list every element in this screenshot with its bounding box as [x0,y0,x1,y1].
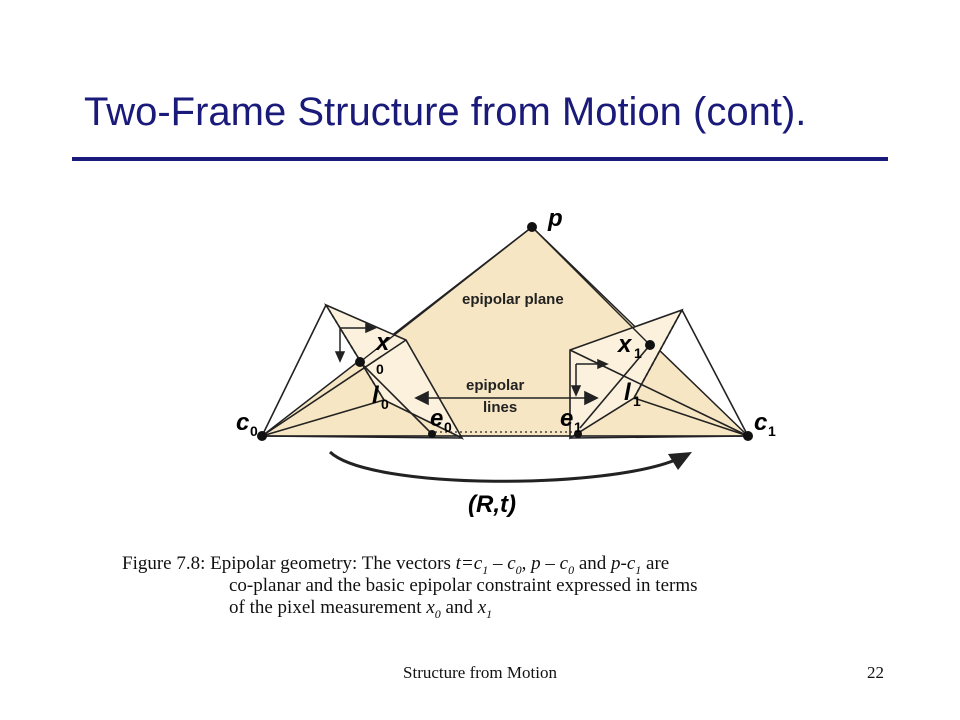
label-c0-sub: 0 [250,423,258,439]
label-motion: (R,t) [468,491,516,518]
label-x0-sub: 0 [376,361,384,377]
point-p [527,222,537,232]
point-e0 [428,430,436,438]
label-epipolar-lines-2: lines [483,399,517,416]
caption-line-2: co-planar and the basic epipolar constra… [229,575,698,596]
left-image-axes [334,322,377,363]
caption-text: Figure 7.8: Epipolar geometry: The vecto… [122,553,456,574]
caption-text: are [641,553,670,574]
point-e1 [574,430,582,438]
label-e0-sub: 0 [444,419,452,435]
point-x0 [355,357,365,367]
point-c1 [743,431,753,441]
caption-text: , [521,553,532,574]
caption-math: p – c [531,553,569,574]
label-l0-sub: 0 [381,396,389,412]
caption-math: p-c [611,553,636,574]
label-x1: x [616,331,633,358]
caption-subscript: 1 [482,562,489,577]
caption-subscript: 0 [515,562,522,577]
label-c1-sub: 1 [768,423,776,439]
ray-p-x1 [531,226,651,346]
label-e1-sub: 1 [574,419,582,435]
caption-math: x [426,597,435,618]
caption-subscript: 0 [434,606,441,621]
page-number: 22 [867,663,884,682]
epipolar-geometry-diagram: p epipolar plane epipolar lines x 0 x 1 … [236,205,776,518]
caption-text: and [440,597,478,618]
label-x1-sub: 1 [634,345,642,361]
motion-arrowhead [668,452,692,470]
label-c0: c [236,409,249,436]
label-e1: e [560,405,573,432]
figure-caption: Figure 7.8: Epipolar geometry: The vecto… [122,553,842,621]
caption-line-3: of the pixel measurement x0 and x1 [122,597,842,621]
label-l0: l [372,382,380,409]
label-e0: e [430,405,443,432]
epipolar-lines-arrow [414,390,599,406]
caption-text: and [574,553,612,574]
label-c1: c [754,409,767,436]
caption-math: t=c [455,553,483,574]
ray-p-x0 [359,226,533,363]
caption-text: of the pixel measurement [229,597,427,618]
label-x0: x [374,329,391,356]
motion-arrow [328,450,681,483]
title-underline [72,157,888,161]
label-l1-sub: 1 [633,393,641,409]
label-epipolar-lines-1: epipolar [466,377,525,394]
label-p: p [547,205,563,232]
epipolar-line-l0 [359,361,431,433]
label-epipolar-plane: epipolar plane [462,291,564,308]
caption-subscript: 1 [486,606,493,621]
caption-math: – c [488,553,516,574]
caption-subscript: 1 [635,562,642,577]
caption-line-1: Figure 7.8: Epipolar geometry: The vecto… [122,553,842,577]
slide-title: Two-Frame Structure from Motion (cont). [84,90,807,134]
right-image-axes [570,358,609,397]
epipolar-line-l1 [579,344,651,429]
label-l1: l [624,379,632,406]
point-c0 [257,431,267,441]
point-x1 [645,340,655,350]
caption-subscript: 0 [568,562,575,577]
caption-math: x [477,597,487,618]
slide-footer: Structure from Motion [403,663,557,682]
